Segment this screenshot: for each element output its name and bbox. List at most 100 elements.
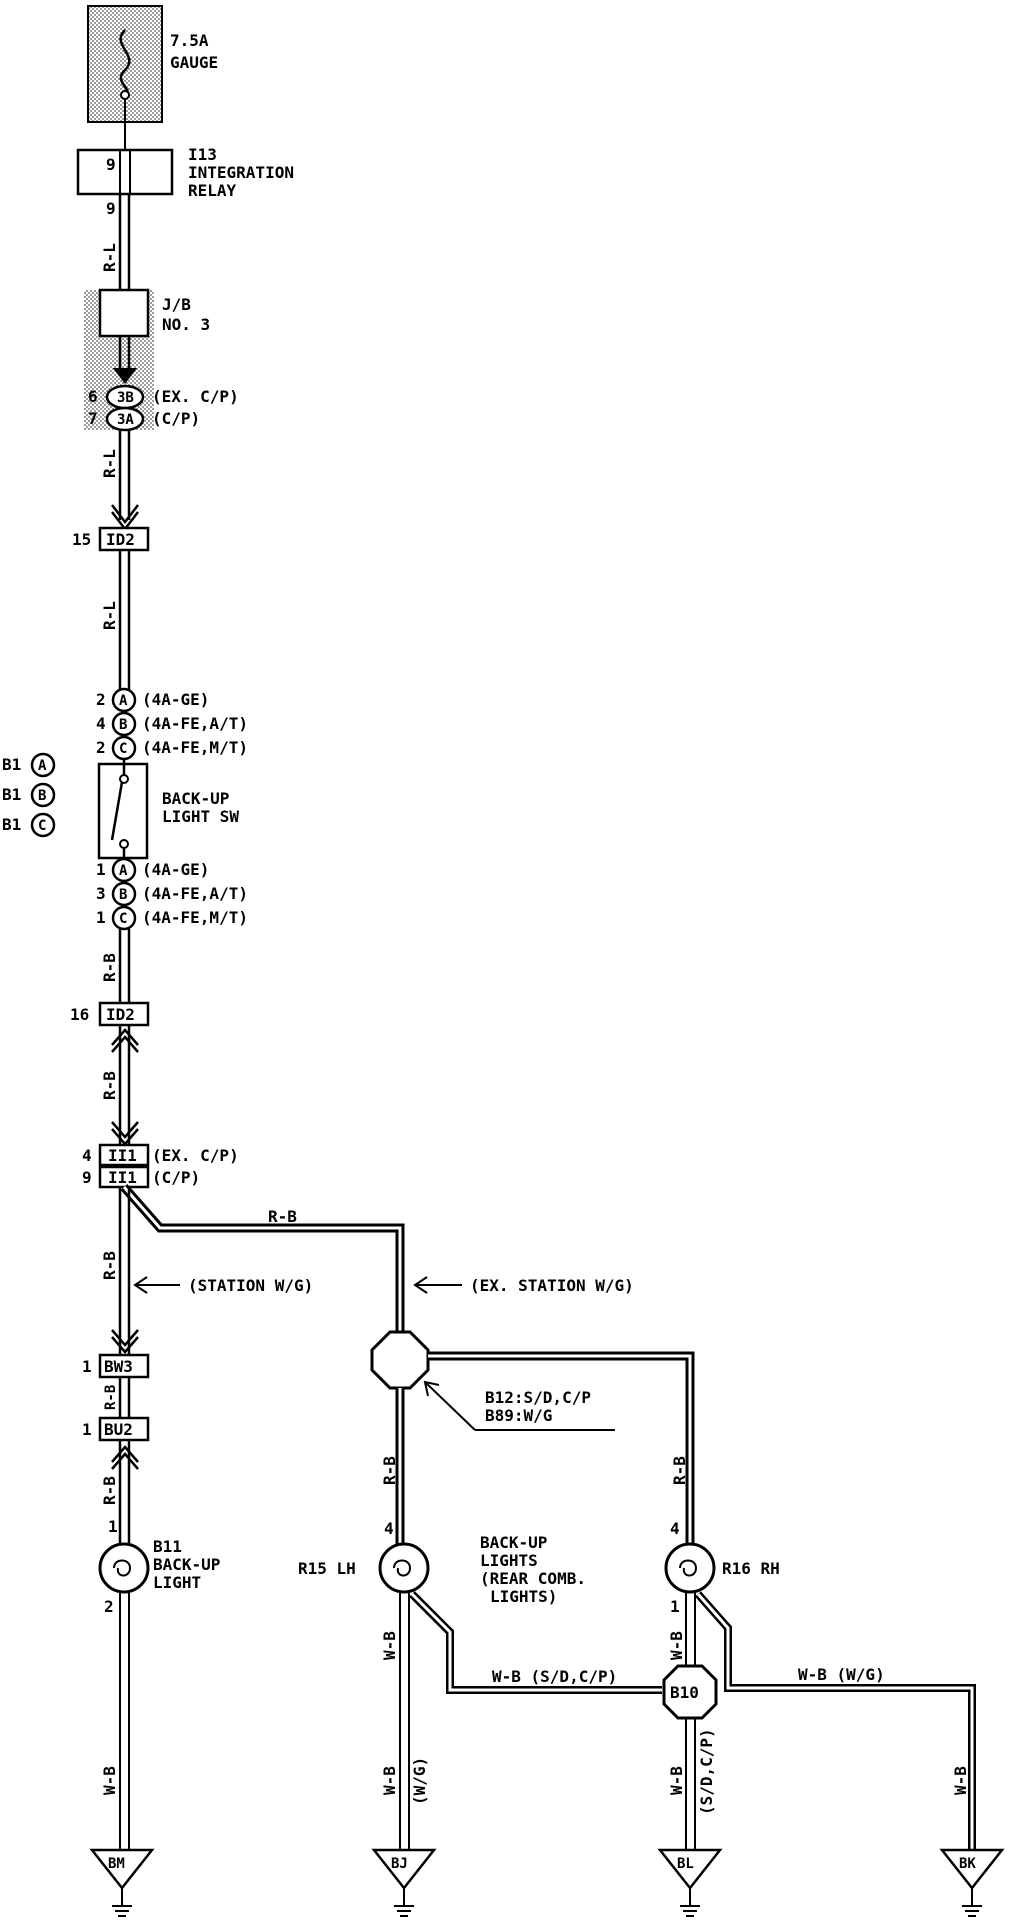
rear-lights-line4: LIGHTS)	[490, 1587, 557, 1606]
id2-top-pin: 15	[72, 530, 91, 549]
ground-bl-label: BL	[677, 1856, 694, 1872]
rear-lights-label: BACK-UP LIGHTS (REAR COMB. LIGHTS)	[480, 1533, 586, 1606]
r15-label: R15 LH	[298, 1559, 356, 1578]
r16-pin-bottom: 1	[670, 1597, 680, 1616]
bulb-icon	[113, 1559, 132, 1577]
wire-label-w-b-wg: W-B (W/G)	[798, 1665, 885, 1684]
sw-top-note-b: (4A-FE,A/T)	[142, 714, 248, 733]
sw-top-pin-c: 2	[96, 738, 106, 757]
ground-bj: BJ	[371, 1848, 437, 1917]
b11-pin-bottom: 2	[104, 1597, 114, 1616]
connector-id2-top: ID2 15	[72, 526, 150, 552]
integration-relay-i13: 9 I13 INTEGRATION RELAY 9	[76, 145, 294, 218]
wire-label-r-l-3: R-L	[100, 601, 119, 630]
jb-arrow-icon	[113, 368, 137, 384]
sw-bot-note-b: (4A-FE,A/T)	[142, 884, 248, 903]
junction-b12-b89: B12:S/D,C/P B89:W/G	[370, 1330, 695, 1545]
rear-lights-line2: LIGHTS	[480, 1551, 538, 1570]
b11-pin-top: 1	[108, 1517, 118, 1536]
sw-top-pin-b: 4	[96, 714, 106, 733]
switch-top-pins: A B C 2 4 2 (4A-GE) (4A-FE,A/T) (4A-FE,M…	[96, 687, 248, 761]
wire-label-r-b-3: R-B	[100, 1251, 119, 1280]
sw-ref-id-b: B1	[2, 785, 21, 804]
rear-light-r16-rh: 4 1 R16 RH	[664, 1519, 780, 1616]
wire-label-r-b-branch: R-B	[268, 1207, 297, 1226]
wire-label-w-b-3: W-B	[380, 1766, 399, 1795]
jb-c1-id: 3B	[117, 390, 134, 406]
b11-id: B11	[153, 1537, 182, 1556]
connector-b10: B10	[662, 1664, 718, 1850]
r16-pin-top: 4	[670, 1519, 680, 1538]
rear-light-r15-lh: 4 R15 LH	[298, 1519, 430, 1594]
ii1-c2-note: (C/P)	[152, 1168, 200, 1187]
r16-label: R16 RH	[722, 1559, 780, 1578]
sw-ref-id-c: B1	[2, 815, 21, 834]
bulb-icon	[393, 1559, 412, 1577]
bu2-id: BU2	[104, 1420, 133, 1439]
ii1-c1-note: (EX. C/P)	[152, 1146, 239, 1165]
r15-pin-top: 4	[384, 1519, 394, 1538]
sw-bot-note-a: (4A-GE)	[142, 860, 209, 879]
connector-bu2: BU2 1	[82, 1416, 150, 1442]
switch-bottom-pins: A B C 1 3 1 (4A-GE) (4A-FE,A/T) (4A-FE,M…	[96, 857, 248, 931]
id2-top-id: ID2	[106, 530, 135, 549]
note-station: (STATION W/G)	[133, 1276, 313, 1295]
wire-label-r-b-4: R-B	[103, 1385, 119, 1410]
relay-pin-out: 9	[106, 199, 116, 218]
junction-block-no3: J/B NO. 3 3B 3A 6 7 (EX. C/P) (C/P)	[84, 288, 239, 432]
fuse-7-5a-gauge: 7.5A GAUGE	[87, 5, 218, 123]
bw3-id: BW3	[104, 1357, 133, 1376]
sw-ref-id-a: B1	[2, 755, 21, 774]
wire-label-w-b-sd-cp: W-B (S/D,C/P)	[492, 1667, 617, 1686]
connector-id2-bottom: ID2 16	[70, 1001, 150, 1027]
jb-c2-pin: 7	[88, 409, 98, 428]
sw-top-letter-b: B	[119, 717, 127, 733]
id2-bot-pin: 16	[70, 1005, 89, 1024]
ii1-c2-pin: 9	[82, 1168, 92, 1187]
jb-line1: J/B	[162, 295, 191, 314]
ground-bj-label: BJ	[391, 1856, 408, 1872]
switch-name-line1: BACK-UP	[162, 789, 229, 808]
sw-top-letter-a: A	[119, 693, 128, 709]
jb-c1-pin: 6	[88, 387, 98, 406]
sw-bot-note-c: (4A-FE,M/T)	[142, 908, 248, 927]
wire-label-r-b-7: R-B	[670, 1456, 689, 1485]
wire-label-r-b-1: R-B	[100, 953, 119, 982]
sw-bot-letter-a: A	[119, 863, 128, 879]
sw-top-pin-a: 2	[96, 690, 106, 709]
fuse-rating: 7.5A	[170, 31, 209, 50]
note-ex-station-text: (EX. STATION W/G)	[470, 1276, 634, 1295]
fuse-name: GAUGE	[170, 53, 218, 72]
wire-w-b-r15	[399, 1591, 662, 1850]
sw-bot-letter-c: C	[119, 911, 127, 927]
b10-id: B10	[670, 1683, 699, 1702]
note-station-text: (STATION W/G)	[188, 1276, 313, 1295]
bulb-icon	[679, 1559, 698, 1577]
sw-bot-pin-a: 1	[96, 860, 106, 879]
wire-label-r-l-1: R-L	[100, 243, 119, 272]
bu2-pin: 1	[82, 1420, 92, 1439]
b11-name-line2: LIGHT	[153, 1573, 201, 1592]
sw-top-note-c: (4A-FE,M/T)	[142, 738, 248, 757]
ground-bm-label: BM	[108, 1856, 125, 1872]
relay-id: I13	[188, 145, 217, 164]
backup-light-b11: 1 2 B11 BACK-UP LIGHT	[98, 1517, 220, 1616]
sw-bot-pin-b: 3	[96, 884, 106, 903]
ground-bk-label: BK	[959, 1856, 976, 1872]
connector-bw3: BW3 1	[82, 1353, 150, 1379]
jb-c2-note: (C/P)	[152, 409, 200, 428]
connector-arrow-icon	[111, 504, 139, 525]
b11-name-line1: BACK-UP	[153, 1555, 220, 1574]
jb-c1-note: (EX. C/P)	[152, 387, 239, 406]
wire-label-w-b-2: W-B	[380, 1631, 399, 1660]
rear-lights-line1: BACK-UP	[480, 1533, 547, 1552]
relay-pin-in: 9	[106, 155, 116, 174]
ii1-c1-pin: 4	[82, 1146, 92, 1165]
junction-note-line1: B12:S/D,C/P	[485, 1388, 591, 1407]
backup-light-switch: BACK-UP LIGHT SW	[97, 759, 239, 864]
sw-bot-letter-b: B	[119, 887, 127, 903]
relay-name-line1: INTEGRATION	[188, 163, 294, 182]
ii1-c1-id: II1	[108, 1146, 137, 1165]
ii1-c2-id: II1	[108, 1168, 137, 1187]
